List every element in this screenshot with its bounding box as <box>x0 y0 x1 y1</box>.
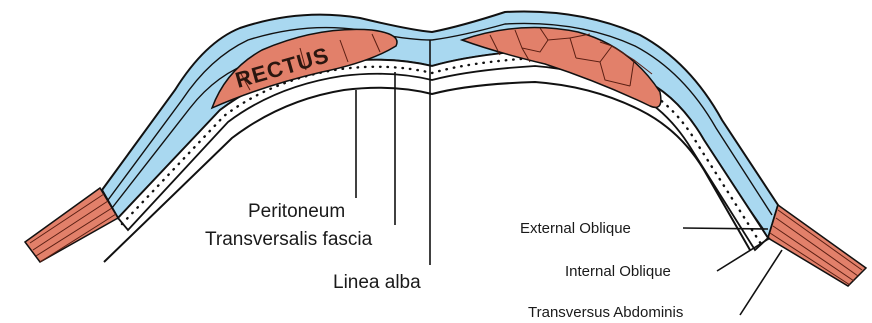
external-oblique-pointer <box>683 228 768 229</box>
transversus-pointer <box>740 250 782 315</box>
right-oblique-muscles <box>768 205 866 286</box>
internal-oblique-pointer <box>717 238 770 271</box>
external-oblique-label: External Oblique <box>520 220 631 237</box>
linea-alba-label: Linea alba <box>333 272 421 293</box>
transversus-abdominis-label: Transversus Abdominis <box>528 304 683 321</box>
peritoneum-label: Peritoneum <box>248 201 345 222</box>
transversalis-fascia-label: Transversalis fascia <box>205 229 373 250</box>
internal-oblique-label: Internal Oblique <box>565 263 671 280</box>
